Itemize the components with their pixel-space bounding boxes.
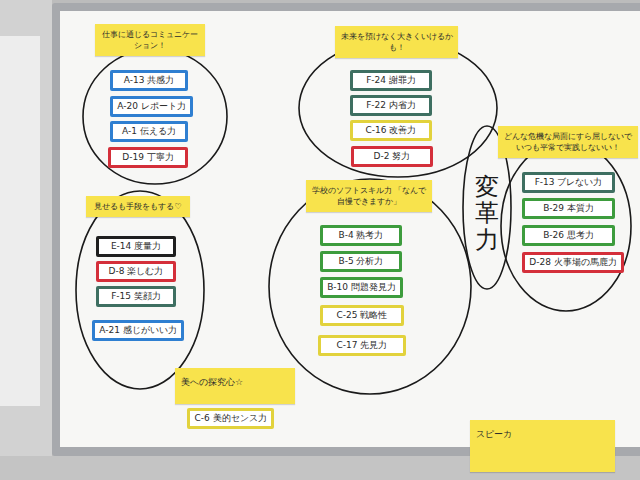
card-label: B-26 思考力	[525, 228, 612, 243]
sticky-note: スピーカ	[470, 420, 615, 472]
card-label: F-15 笑顔力	[99, 289, 173, 304]
note-text: スピーカ	[476, 428, 609, 440]
skill-card: F-13 ブレない力	[522, 172, 615, 193]
group-heading: 仕事に通じるコミュニケーション！	[95, 24, 205, 56]
skill-card: E-14 度量力	[96, 236, 176, 257]
skill-card: F-24 謝罪力	[350, 70, 432, 91]
group-heading: 学校のソフトスキル力 「なんで自慢できますか」	[306, 180, 432, 212]
card-label: B-29 本質力	[525, 201, 612, 216]
skill-card: B-26 思考力	[522, 225, 615, 246]
skill-card: C-25 戦略性	[320, 305, 404, 326]
card-label: A-21 感じがいい力	[95, 323, 181, 338]
card-label: C-17 先見力	[321, 338, 403, 353]
vertical-text: 変革力	[475, 174, 499, 253]
card-label: D-2 努力	[354, 149, 430, 164]
hand-drawn-loop-stroke	[299, 39, 497, 177]
skill-card: B-4 熟考力	[320, 225, 402, 246]
skill-card: C-6 美的センス力	[187, 408, 274, 429]
card-label: C-6 美的センス力	[190, 411, 271, 426]
skill-card: F-22 内省力	[350, 95, 432, 116]
card-label: E-14 度量力	[99, 239, 173, 254]
card-label: D-28 火事場の馬鹿力	[525, 255, 621, 270]
skill-card: A-1 伝える力	[110, 121, 188, 142]
group-heading: どんな危機な局面にすら屈しないで いつも平常で実践しないい！	[498, 126, 638, 158]
card-label: C-25 戦略性	[323, 308, 401, 323]
skill-card: D-19 丁寧力	[108, 147, 188, 168]
skill-card: C-16 改善力	[350, 120, 432, 141]
hand-drawn-loop-stroke	[83, 49, 227, 184]
skill-card: C-17 先見力	[318, 335, 406, 356]
skill-card: D-28 火事場の馬鹿力	[522, 252, 624, 273]
group-loop: 仕事に通じるコミュニケーション！A-13 共感力A-20 レポート力A-1 伝え…	[82, 48, 228, 185]
card-label: C-16 改善力	[353, 123, 429, 138]
skill-card: B-5 分析力	[320, 251, 402, 272]
skill-card: D-2 努力	[351, 146, 433, 167]
group-loop: 学校のソフトスキル力 「なんで自慢できますか」 B-4 熟考力 B-5 分析力 B-1…	[268, 178, 472, 395]
skill-card: D-8 楽しむ力	[96, 261, 176, 282]
sticky-note: 美への探究心☆	[175, 368, 295, 404]
group-loop: どんな危機な局面にすら屈しないで いつも平常で実践しないい！F-13 ブレない力…	[500, 140, 632, 312]
card-label: D-19 丁寧力	[111, 150, 185, 165]
card-label: B-10 問題発見力	[323, 280, 400, 295]
skill-card: A-20 レポート力	[110, 96, 193, 117]
skill-card: B-10 問題発見力	[320, 277, 403, 298]
skill-card: A-21 感じがいい力	[92, 320, 184, 341]
card-label: F-13 ブレない力	[525, 175, 612, 190]
card-label: F-22 内省力	[353, 98, 429, 113]
card-label: A-20 レポート力	[113, 99, 190, 114]
hand-drawn-loop-stroke	[501, 141, 631, 311]
card-label: B-5 分析力	[323, 254, 399, 269]
card-label: A-13 共感力	[113, 73, 185, 88]
card-label: A-1 伝える力	[113, 124, 185, 139]
group-loop: 見せるも手段をもする♡ E-14 度量力 D-8 楽しむ力 F-15 笑顔力 A-21 …	[75, 190, 205, 390]
group-heading: 見せるも手段をもする♡	[86, 196, 190, 217]
skill-card: F-15 笑顔力	[96, 286, 176, 307]
card-label: D-8 楽しむ力	[99, 264, 173, 279]
note-text: 美への探究心☆	[181, 376, 289, 388]
skill-card: A-13 共感力	[110, 70, 188, 91]
skill-card: B-29 本質力	[522, 198, 615, 219]
card-label: F-24 謝罪力	[353, 73, 429, 88]
group-heading: 未来を預けなく大きくいけるかも！	[335, 26, 458, 58]
hand-drawn-loop-stroke	[269, 179, 471, 394]
card-label: B-4 熟考力	[323, 228, 399, 243]
hand-drawn-loop-stroke	[76, 191, 204, 389]
